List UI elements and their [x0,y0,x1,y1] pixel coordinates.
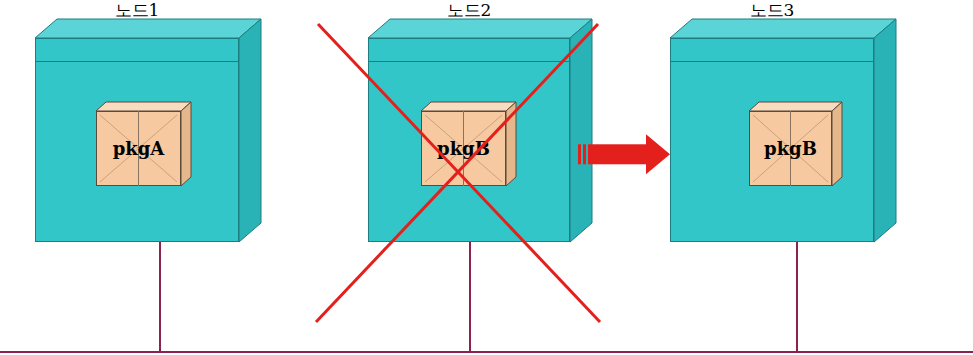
package-shade [100,115,177,182]
cross-stroke [316,24,598,322]
package-box: pkgB [421,111,506,186]
package-side [506,102,516,186]
node-band [369,61,569,62]
node-top-face [670,19,896,38]
server-node: 노드2pkgB [368,38,570,242]
package-shade [425,115,502,182]
node-side-face [239,19,261,242]
node-band [36,61,238,62]
node-band [671,61,873,62]
package-shade [100,115,177,182]
server-node: 노드1pkgA [35,38,239,242]
node-side-face [874,19,896,242]
package-top [421,102,516,111]
arrow-stripe [583,144,586,164]
package-side [832,102,842,186]
package-name: pkgB [764,138,817,159]
node-heading: 노드2 [369,0,569,22]
node-heading: 노드1 [36,0,238,22]
package-shade [753,115,828,182]
network-wire [470,242,797,352]
node-top-face [368,19,592,38]
network-link [470,242,797,352]
package-top [749,102,842,111]
package-name: pkgA [113,138,165,159]
node-top-face [35,19,261,38]
arrow-head [646,134,670,174]
node-side-face [570,19,592,242]
arrow-stripe [578,144,581,164]
server-node: 노드3pkgB [670,38,874,242]
network-link [160,242,470,352]
node-heading: 노드3 [671,0,873,22]
package-box: pkgB [749,111,832,186]
package-side [181,102,191,186]
package-box: pkgA [96,111,181,186]
package-shade [425,115,502,182]
package-shade [753,115,828,182]
network-wire [160,242,470,352]
package-top [96,102,191,111]
arrow-body [588,144,646,164]
